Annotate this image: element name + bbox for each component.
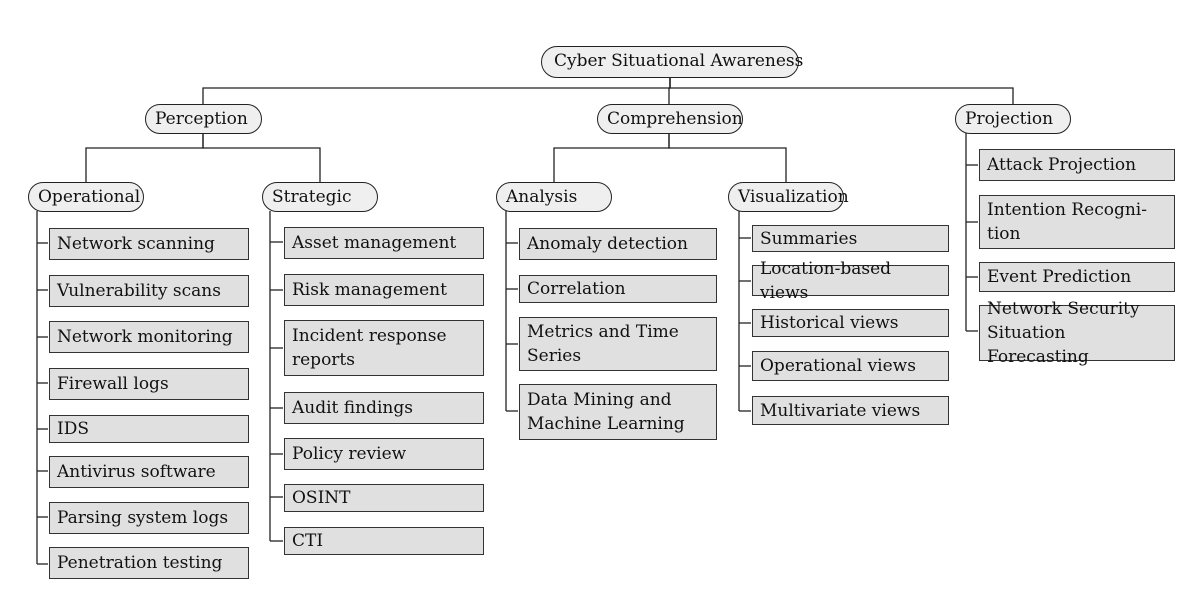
- leaf-label: Firewall logs: [57, 374, 169, 394]
- leaf-label: Operational views: [760, 356, 916, 376]
- leaf-label: Attack Projection: [987, 155, 1137, 175]
- leaf-label: Network Security Situation Forecasting: [987, 299, 1140, 367]
- leaf-label: Network scanning: [57, 234, 215, 254]
- node-comprehension: Comprehension: [597, 104, 743, 134]
- leaf-label: Event Prediction: [987, 267, 1132, 287]
- leaf-label: Anomaly detection: [527, 234, 688, 254]
- leaf-network-security-forecasting: Network Security Situation Forecasting: [979, 299, 1175, 367]
- connector: [202, 78, 671, 104]
- node-projection: Projection: [955, 104, 1071, 134]
- leaf-label: CTI: [292, 531, 324, 551]
- leaf-label: Network monitoring: [57, 327, 233, 347]
- leaf-risk-management: Risk management: [284, 274, 484, 306]
- leaf-metrics-time-series: Metrics and Time Series: [519, 317, 717, 371]
- leaf-label: Metrics and Time Series: [527, 322, 679, 366]
- connector: [669, 78, 1014, 104]
- leaf-osint: OSINT: [284, 484, 484, 512]
- node-strategic: Strategic: [262, 182, 378, 212]
- connector: [553, 133, 670, 182]
- leaf-location-based-views: Location-based views: [752, 259, 949, 303]
- leaf-label: Correlation: [527, 279, 626, 299]
- leaf-data-mining-ml: Data Mining and Machine Learning: [519, 384, 717, 440]
- leaf-attack-projection: Attack Projection: [979, 149, 1175, 181]
- leaf-label: OSINT: [292, 488, 351, 508]
- node-operational: Operational: [28, 182, 144, 212]
- leaf-firewall-logs: Firewall logs: [49, 368, 249, 400]
- leaf-network-monitoring: Network monitoring: [49, 321, 249, 353]
- leaf-ids: IDS: [49, 415, 249, 443]
- leaf-summaries: Summaries: [752, 225, 949, 252]
- leaf-policy-review: Policy review: [284, 438, 484, 470]
- leaf-label: Asset management: [292, 233, 457, 253]
- leaf-label: Location-based views: [760, 258, 892, 303]
- leaf-label: Antivirus software: [57, 462, 216, 482]
- root-node: Cyber Situational Awareness: [541, 46, 803, 78]
- leaf-label: Penetration testing: [57, 553, 223, 573]
- leaf-label: Historical views: [760, 313, 899, 333]
- leaf-multivariate-views: Multivariate views: [752, 396, 949, 425]
- leaf-label: IDS: [57, 419, 89, 439]
- leaf-label: Risk management: [292, 280, 447, 300]
- leaf-label: Data Mining and Machine Learning: [527, 390, 685, 434]
- leaf-asset-management: Asset management: [284, 227, 484, 259]
- leaf-cti: CTI: [284, 527, 484, 555]
- leaf-label: Summaries: [760, 228, 858, 249]
- leaf-historical-views: Historical views: [752, 309, 949, 337]
- leaf-label: Multivariate views: [760, 400, 921, 421]
- leaf-label: Policy review: [292, 444, 407, 464]
- leaf-label: Parsing system logs: [57, 508, 229, 528]
- leaf-parsing-system-logs: Parsing system logs: [49, 502, 249, 534]
- node-perception: Perception: [145, 104, 262, 134]
- leaf-penetration-testing: Penetration testing: [49, 547, 249, 579]
- leaf-antivirus-software: Antivirus software: [49, 456, 249, 488]
- leaf-label: Incident response reports: [292, 326, 447, 370]
- leaf-incident-response-reports: Incident response reports: [284, 320, 484, 376]
- node-analysis: Analysis: [496, 182, 612, 212]
- leaf-anomaly-detection: Anomaly detection: [519, 228, 717, 260]
- leaf-intention-recognition: Intention Recogni- tion: [979, 195, 1175, 249]
- leaf-label: Vulnerability scans: [57, 281, 221, 301]
- leaf-audit-findings: Audit findings: [284, 392, 484, 424]
- leaf-correlation: Correlation: [519, 275, 717, 303]
- leaf-event-prediction: Event Prediction: [979, 262, 1175, 292]
- leaf-operational-views: Operational views: [752, 351, 949, 381]
- leaf-vulnerability-scans: Vulnerability scans: [49, 275, 249, 307]
- node-visualization: Visualization: [728, 182, 849, 212]
- leaf-label: Audit findings: [292, 398, 413, 418]
- leaf-network-scanning: Network scanning: [49, 228, 249, 260]
- leaf-label: Intention Recogni- tion: [987, 200, 1147, 244]
- connector: [85, 133, 204, 182]
- connector: [668, 133, 787, 182]
- connector: [202, 133, 321, 182]
